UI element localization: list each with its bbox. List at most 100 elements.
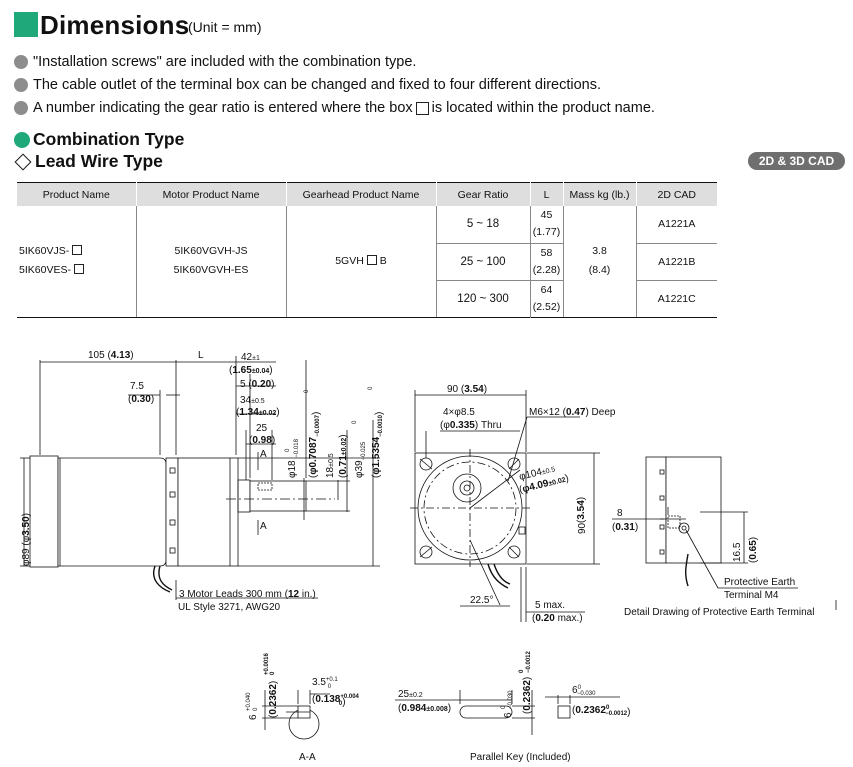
length-cell: 64(2.52) (529, 279, 563, 317)
cad-cell: A1221C (635, 279, 717, 317)
dim-label: L (198, 350, 204, 361)
dim-label: (0.65) (748, 537, 759, 563)
dim-tolerance: 0 (368, 386, 374, 390)
dim-label: 90 (577, 522, 588, 534)
dim-label: (0.31) (612, 522, 638, 533)
section-title: Combination Type (14, 129, 184, 150)
cad-cell: A1221B (635, 242, 717, 280)
dim-label: 22.5° (470, 595, 493, 606)
dim-label: (3.54) (576, 497, 587, 523)
dim-label: 105 (4.13) (88, 350, 134, 361)
section-caption: A-A (299, 752, 316, 763)
dim-tolerance: 0 (253, 707, 259, 711)
section-dot-icon (14, 131, 30, 148)
dim-label: 3 Motor Leads 300 mm (12 in.) (179, 589, 316, 600)
dim-tolerance: +0.040 (246, 692, 252, 711)
title-accent-bar (14, 12, 38, 37)
dim-label: (1.65±0.04) (229, 365, 273, 376)
dim-label: 5 max. (535, 600, 565, 611)
page-title: Dimensions (40, 10, 190, 40)
dim-tolerance: −0.030 (508, 690, 514, 709)
dim-label: 16.5 (732, 542, 743, 562)
dim-label: 6 (503, 712, 514, 718)
dim-label: Protective Earth (724, 577, 795, 588)
dim-label: 25±0.2 (398, 689, 423, 700)
dim-label: (0.20 max.) (532, 613, 583, 624)
cad-link[interactable]: A1221C (657, 292, 696, 305)
dim-tolerance: 0 (519, 669, 525, 673)
dim-label: (0.30) (128, 394, 154, 405)
dim-tolerance: −0.0012 (526, 650, 532, 673)
box-placeholder-icon (415, 101, 429, 115)
cad-download-button[interactable]: 2D & 3D CAD (748, 152, 845, 170)
length-cell: 58(2.28) (529, 242, 563, 280)
dim-label: 4×φ8.5 (443, 407, 475, 418)
cad-link[interactable]: A1221A (658, 218, 696, 231)
dim-label: UL Style 3271, AWG20 (178, 602, 281, 613)
table-row: 25 ~ 100 58(2.28) A1221B (17, 242, 717, 280)
dim-tolerance: 0 (304, 389, 310, 393)
dim-label: φ89 (φ3.50) (21, 513, 32, 566)
section-subtitle: Lead Wire Type (14, 151, 163, 172)
column-header: L (529, 182, 563, 206)
dim-label: M6×12 (0.47) Deep (529, 407, 616, 418)
protective-earth-detail (645, 456, 722, 587)
product-name-cell: 5IK60VJS- 5IK60VES- (17, 206, 136, 318)
mass-cell: 3.8(8.4) (562, 206, 636, 318)
column-header: Gearhead Product Name (285, 182, 436, 206)
dim-tolerance: +0.0016 (264, 652, 270, 675)
dim-label: φ18 −0.018 (287, 438, 300, 478)
gear-ratio-cell: 25 ~ 100 (435, 242, 530, 280)
cad-link[interactable]: A1221B (658, 255, 696, 268)
cad-cell: A1221A (635, 206, 717, 243)
dim-label: (0.98) (249, 435, 275, 446)
section-marker: A (260, 521, 267, 532)
dim-label: (0.2362) (522, 677, 533, 714)
dim-label: 7.5 (130, 381, 144, 392)
dim-label: 60−0.030 (572, 685, 596, 697)
dim-tolerance: 0 (352, 420, 358, 424)
length-cell: 45(1.77) (529, 206, 563, 243)
column-header: 2D CAD (635, 182, 717, 206)
bullet-icon (14, 78, 28, 92)
spec-table: Product Name Motor Product Name Gearhead… (17, 182, 717, 318)
dim-label: 90 (3.54) (447, 384, 487, 395)
dim-label: (0.23620−0.0012) (572, 705, 630, 718)
column-header: Gear Ratio (435, 182, 530, 206)
dim-label: 34±0.5 (240, 395, 265, 406)
dim-tolerance: 0 (285, 448, 291, 452)
box-placeholder-icon (73, 264, 84, 275)
key-caption: Parallel Key (Included) (470, 752, 571, 763)
motor-front-view (410, 449, 530, 589)
table-header-row: Product Name Motor Product Name Gearhead… (17, 182, 717, 206)
dim-label: (φ0.7087−0.0007) (308, 412, 322, 478)
dim-label: φ39−0.025 (354, 441, 367, 478)
bullet-icon (14, 55, 28, 69)
dim-label: (1.34±0.02) (236, 407, 280, 418)
column-header: Motor Product Name (135, 182, 286, 206)
dim-label: Terminal M4 (724, 590, 779, 601)
motor-side-view (29, 455, 335, 593)
dim-label: 25 (256, 423, 268, 434)
parallel-key-view (459, 705, 571, 719)
section-a-a-view (288, 705, 320, 740)
dim-label: 8 (617, 508, 623, 519)
dim-label: 18±0.5 (325, 453, 336, 478)
note-item: The cable outlet of the terminal box can… (14, 77, 601, 93)
dim-label: (0.984±0.008) (398, 703, 451, 714)
box-placeholder-icon (366, 255, 377, 266)
dim-label: (0.2362) (268, 681, 279, 718)
dim-tolerance: 0 (501, 705, 507, 709)
column-header: Mass kg (lb.) (562, 182, 636, 206)
note-item: "Installation screws" are included with … (14, 54, 416, 70)
column-header: Product Name (17, 182, 136, 206)
section-marker: A (260, 449, 267, 460)
dim-tolerance: 0 (270, 671, 276, 675)
dim-label: 42±1 (241, 352, 260, 363)
table-row: 120 ~ 300 64(2.52) A1221C (17, 279, 717, 317)
